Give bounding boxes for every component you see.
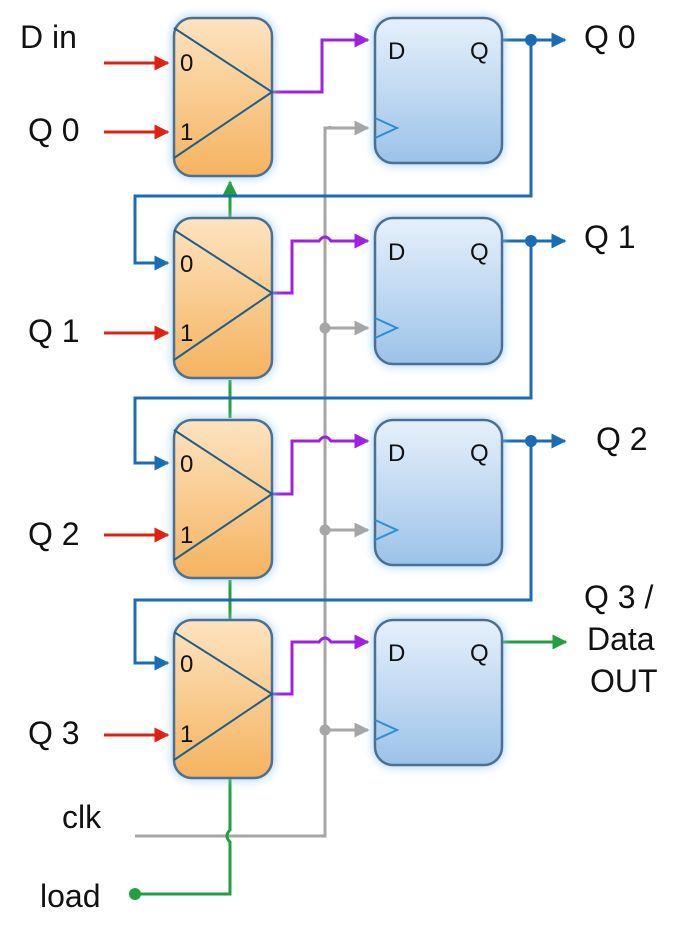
label-clk: clk [62, 799, 102, 835]
mux-0: 0 1 [172, 16, 274, 178]
flip-flop-body [373, 216, 504, 366]
flip-flop-1: D Q [373, 216, 504, 366]
mux3-to-d3-wire [272, 634, 370, 696]
clock-junction-dot [319, 524, 331, 536]
label-q2-input: Q 2 [28, 516, 80, 552]
mux-pin-1: 1 [180, 119, 193, 146]
ff-pin-q: Q [470, 440, 489, 467]
q1-feedback-wire [133, 241, 533, 471]
clock-tree [135, 120, 370, 838]
label-q3-input: Q 3 [28, 715, 80, 751]
mux-triangle [173, 631, 274, 761]
flip-flop-3: D Q [373, 618, 504, 767]
ff-pin-d: D [388, 440, 405, 467]
mux-triangle [173, 429, 274, 561]
load-input-dot [129, 888, 141, 900]
flip-flop-2: D Q [373, 418, 504, 567]
mux0-to-d0-wire [272, 32, 370, 94]
q1-junction-dot [525, 235, 537, 247]
mux-body [172, 16, 274, 178]
clock-junction-dot [319, 724, 331, 736]
label-q1-output: Q 1 [584, 219, 636, 255]
mux-pin-1: 1 [180, 522, 193, 549]
mux-body [172, 618, 274, 780]
clock-triangle-icon [374, 317, 400, 339]
label-d-in: D in [20, 19, 77, 55]
q2-junction-dot [525, 435, 537, 447]
parallel-inputs [104, 55, 170, 743]
clock-junction-dot [319, 322, 331, 334]
mux-to-d-wires [272, 32, 370, 696]
mux1-to-d1-wire [272, 233, 370, 295]
label-q3-output: Q 3 / [584, 579, 653, 615]
clock-triangle-icon [374, 519, 400, 541]
label-q1-input: Q 1 [28, 313, 80, 349]
feedback-wires [133, 32, 567, 671]
label-q0-input: Q 0 [28, 112, 80, 148]
q0-feedback-wire [133, 40, 533, 271]
clock-triangle-icon [374, 719, 400, 741]
mux-pin-0: 0 [180, 451, 193, 478]
label-data: Data [587, 621, 655, 657]
flip-flop-body [373, 618, 504, 767]
q0-junction-dot [525, 34, 537, 46]
mux-body [172, 418, 274, 580]
load-trunk [135, 778, 232, 896]
mux-pin-1: 1 [180, 721, 193, 748]
mux-pin-0: 0 [180, 50, 193, 77]
mux-pin-1: 1 [180, 320, 193, 347]
ff-pin-q: Q [470, 239, 489, 266]
mux-triangle [173, 229, 274, 361]
flip-flop-body [373, 418, 504, 567]
ff-pin-d: D [388, 239, 405, 266]
label-q2-output: Q 2 [596, 421, 648, 457]
label-q0-output: Q 0 [584, 19, 636, 55]
flip-flop-0: D Q [373, 16, 504, 165]
mux-3: 0 1 [172, 618, 274, 780]
clock-triangle-icon [374, 117, 400, 139]
ff-pin-q: Q [470, 640, 489, 667]
mux-pin-0: 0 [180, 651, 193, 678]
mux-triangle [173, 27, 274, 159]
mux-1: 0 1 [172, 216, 274, 380]
mux-pin-0: 0 [180, 251, 193, 278]
ff-pin-d: D [388, 38, 405, 65]
label-out: OUT [590, 663, 658, 699]
ff-pin-d: D [388, 640, 405, 667]
flip-flop-body [373, 16, 504, 165]
mux2-to-d2-wire [272, 433, 370, 496]
mux-2: 0 1 [172, 418, 274, 580]
q2-feedback-wire [133, 441, 533, 671]
label-load: load [40, 878, 101, 914]
mux-body [172, 216, 274, 380]
ff-pin-q: Q [470, 38, 489, 65]
